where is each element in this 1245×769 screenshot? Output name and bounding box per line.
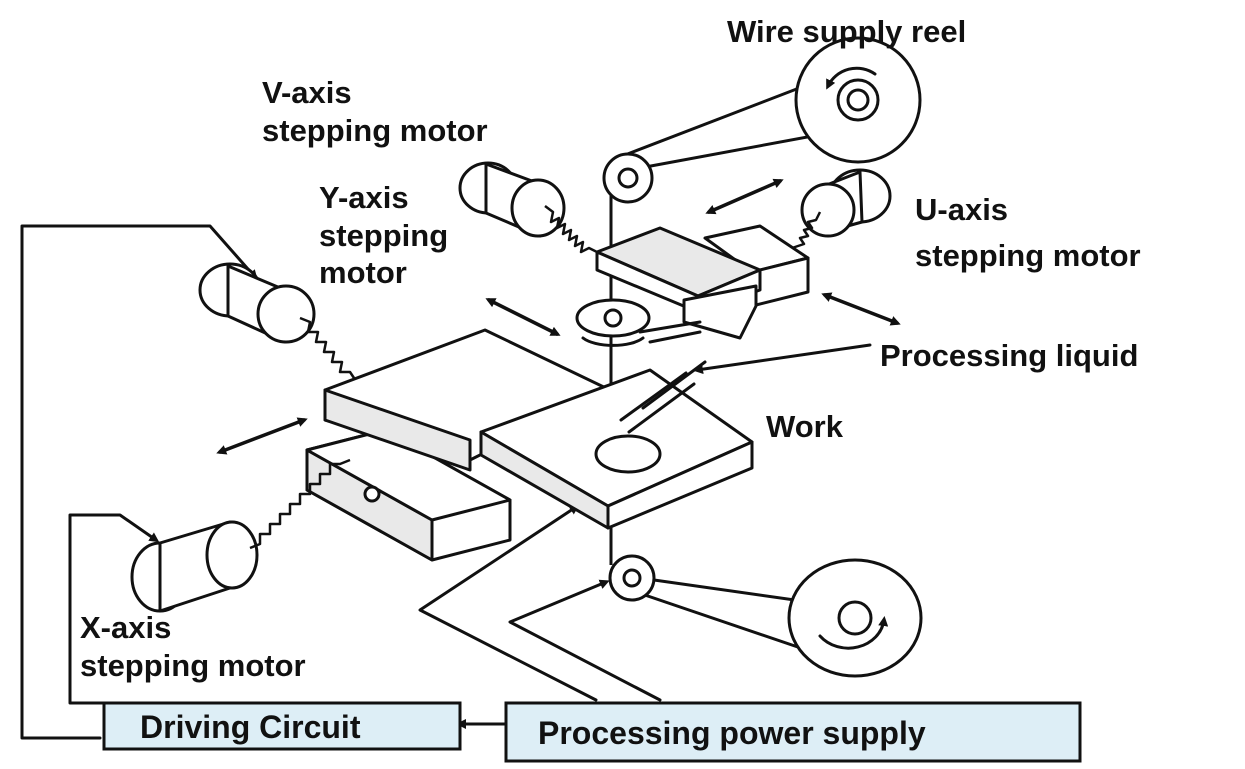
v-axis-stepping-motor (458, 161, 598, 254)
x-axis-stepping-motor (130, 458, 351, 613)
control-wiring (20, 224, 508, 740)
label-y-axis-stepping: stepping (319, 218, 448, 253)
take-up-reel (787, 558, 923, 678)
label-u-axis: U-axis (915, 192, 1008, 227)
labels: Wire supply reel V-axis stepping motor Y… (80, 14, 1141, 683)
y-axis-table (323, 328, 612, 472)
motion-arrows (216, 178, 901, 455)
upper-head (575, 224, 810, 347)
power-cables (418, 504, 662, 702)
label-x-axis-stepping-motor: stepping motor (80, 648, 306, 683)
label-u-axis-stepping-motor: stepping motor (915, 238, 1141, 273)
label-wire-supply-reel: Wire supply reel (727, 14, 966, 49)
driving-circuit-box: Driving Circuit (102, 701, 462, 751)
wire-supply-reel (794, 36, 922, 164)
u-axis-stepping-motor (791, 168, 892, 250)
label-processing-liquid: Processing liquid (880, 338, 1138, 373)
label-x-axis: X-axis (80, 610, 171, 645)
driving-circuit-label: Driving Circuit (140, 709, 361, 745)
label-y-axis-motor: motor (319, 255, 407, 290)
work-piece (479, 368, 754, 530)
processing-liquid-nozzle (619, 343, 872, 434)
processing-power-supply-label: Processing power supply (538, 715, 926, 751)
label-work: Work (766, 409, 844, 444)
upper-guide-pulley (602, 152, 654, 204)
x-axis-table (305, 428, 512, 562)
label-v-axis-stepping-motor: stepping motor (262, 113, 488, 148)
lower-guide-pulley (608, 554, 656, 602)
processing-power-supply-box: Processing power supply (504, 701, 1082, 763)
label-v-axis: V-axis (262, 75, 352, 110)
label-y-axis: Y-axis (319, 180, 409, 215)
y-axis-stepping-motor (198, 262, 356, 379)
